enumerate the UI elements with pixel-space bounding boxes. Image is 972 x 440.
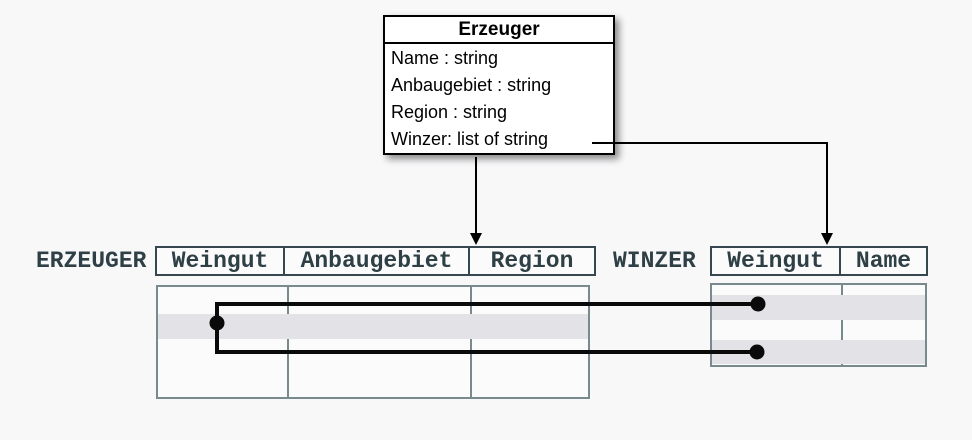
winzer-table-label: WINZER — [613, 248, 696, 274]
winzer-body-table — [710, 283, 927, 367]
class-title: Erzeuger — [385, 17, 613, 44]
erzeuger-column-anbaugebiet: Anbaugebiet — [285, 248, 470, 274]
winzer-attr-to-winzer-arrow-line — [592, 142, 828, 236]
erzeuger-body-divider-1 — [287, 287, 289, 397]
winzer-column-weingut: Weingut — [712, 248, 841, 274]
winzer-highlighted-row-1 — [712, 295, 925, 320]
uml-class-box: Erzeuger Name : string Anbaugebiet : str… — [383, 15, 615, 155]
class-attribute-region: Region : string — [391, 102, 508, 122]
winzer-attr-arrowhead-icon — [821, 233, 833, 245]
erzeuger-body-divider-2 — [470, 287, 472, 397]
class-attribute-anbaugebiet: Anbaugebiet : string — [391, 75, 552, 95]
erzeuger-column-weingut: Weingut — [157, 248, 285, 274]
class-attribute-winzer: Winzer: list of string — [391, 129, 549, 149]
winzer-column-name: Name — [855, 248, 912, 274]
class-to-erzeuger-arrowhead-icon — [470, 233, 482, 245]
winzer-body-divider — [841, 285, 843, 365]
erzeuger-column-region: Region — [490, 248, 574, 274]
erzeuger-table-label: ERZEUGER — [36, 248, 147, 274]
winzer-header-row: Weingut Name — [710, 246, 928, 276]
class-attribute-list: Name : string Anbaugebiet : string Regio… — [385, 44, 613, 153]
erzeuger-body-table — [156, 285, 590, 399]
winzer-highlighted-row-2 — [712, 340, 925, 364]
class-attribute-name: Name : string — [391, 48, 499, 68]
erzeuger-highlighted-row — [158, 314, 588, 339]
erzeuger-header-row: Weingut Anbaugebiet Region — [155, 246, 596, 276]
